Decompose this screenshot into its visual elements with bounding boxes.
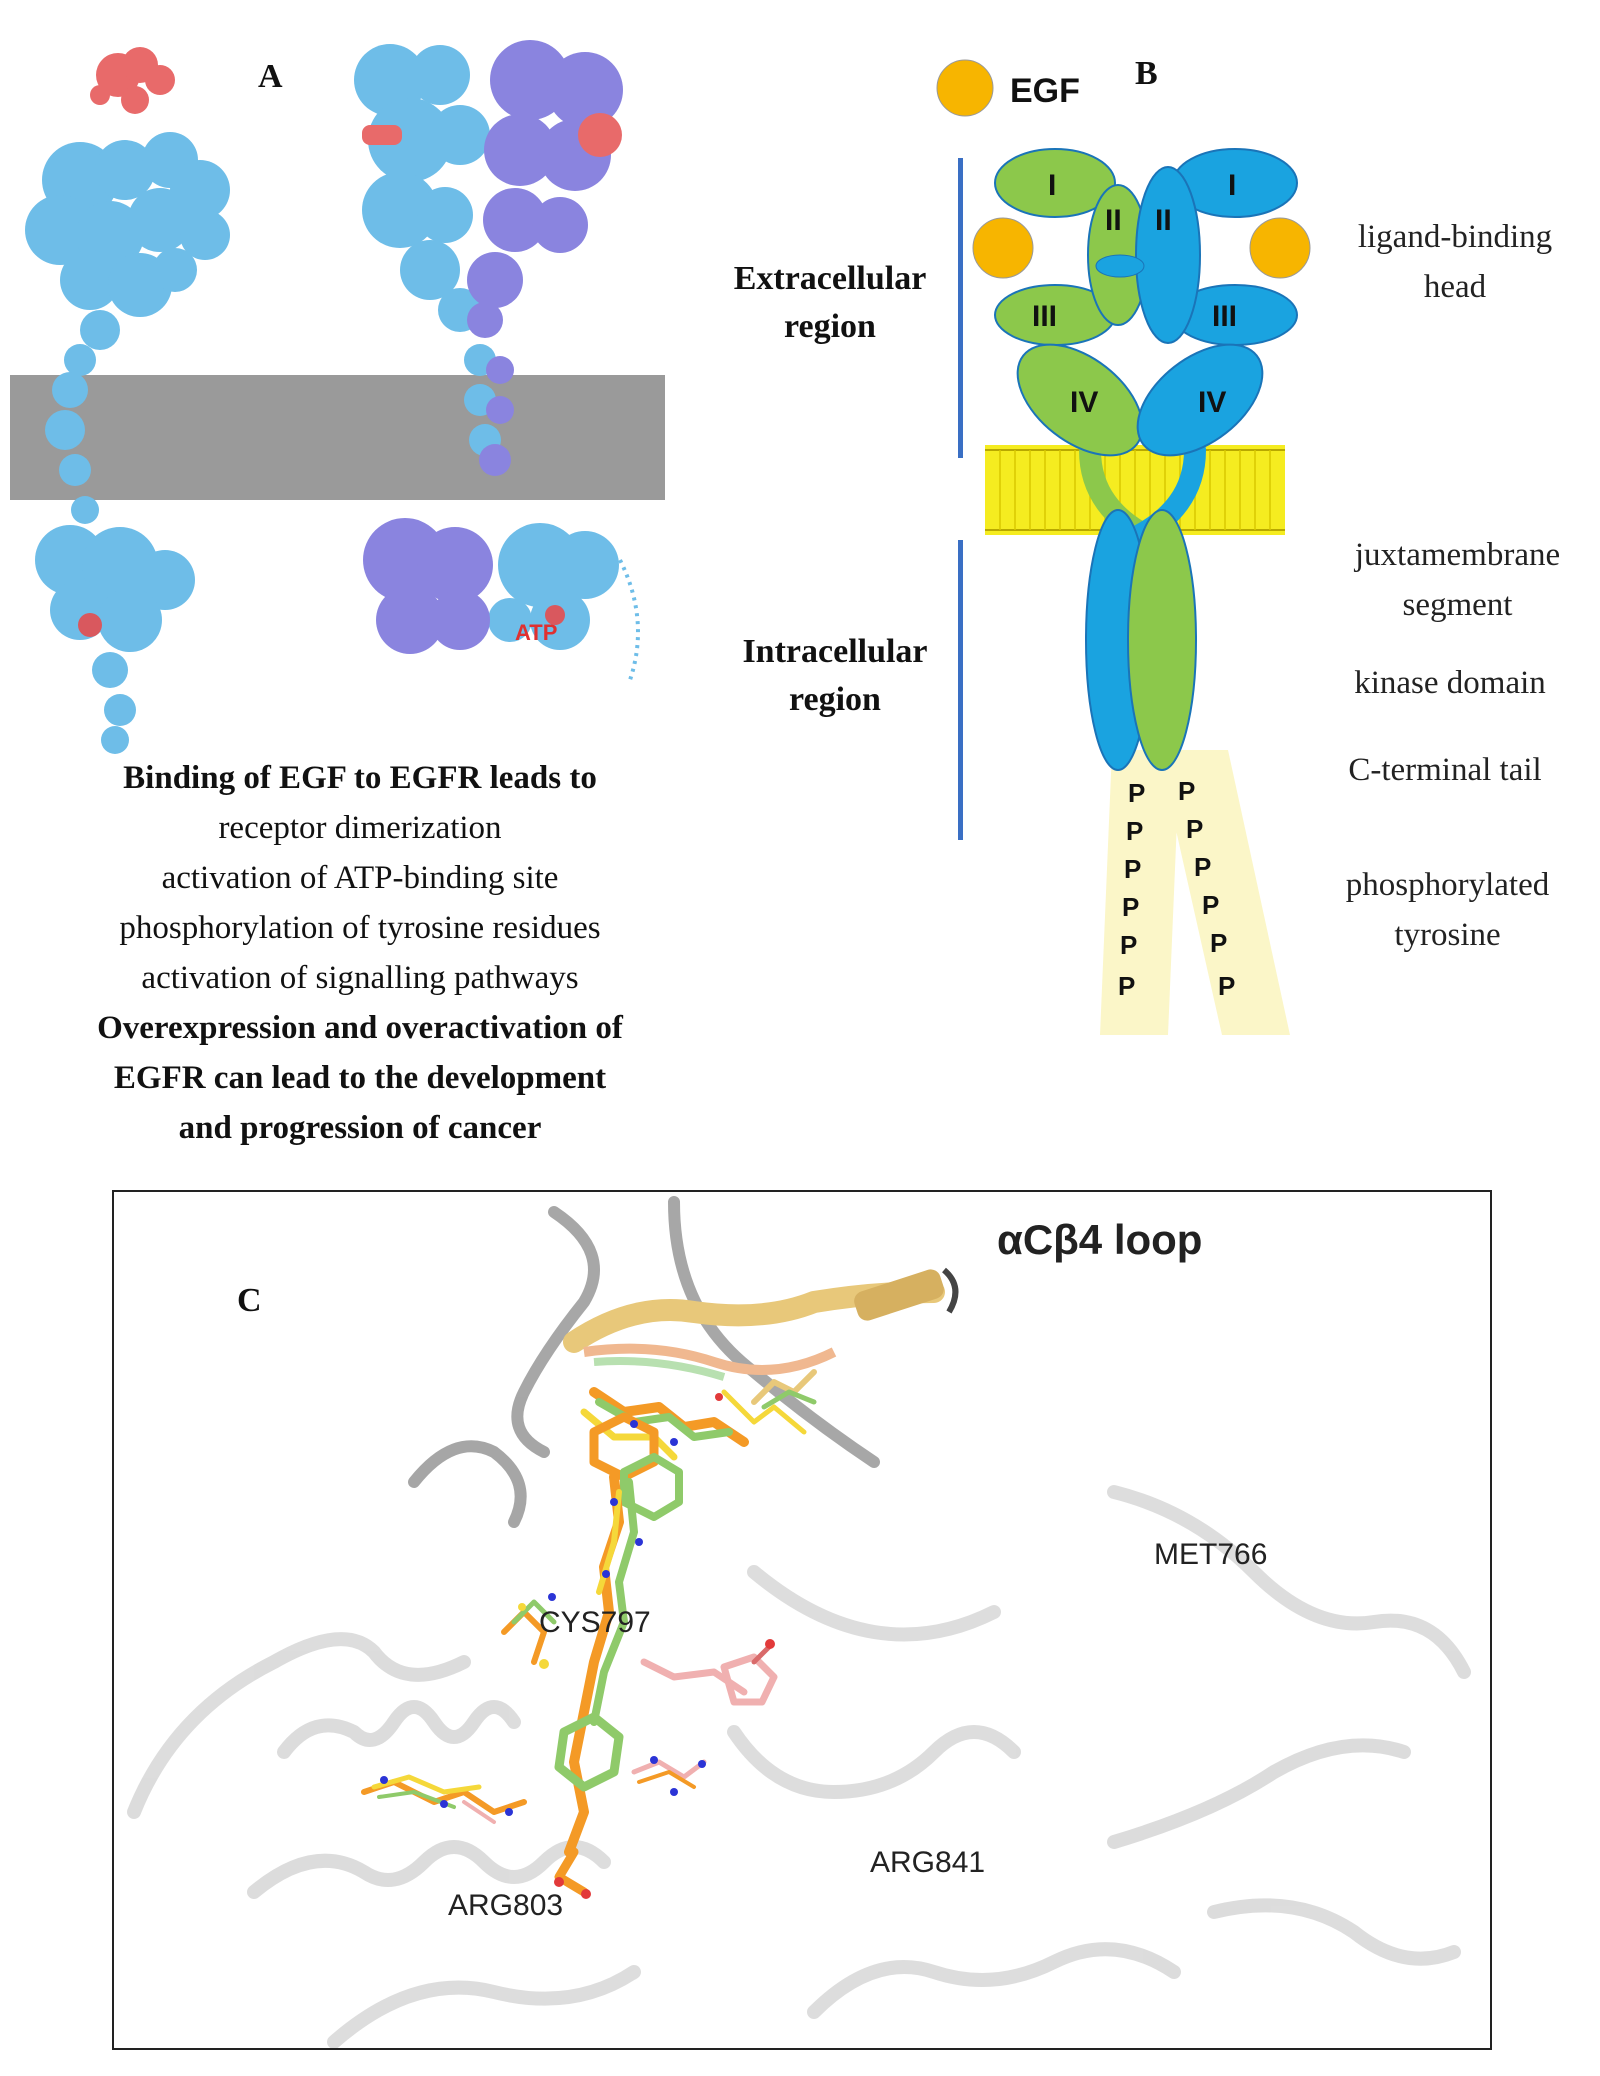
- domain-label: II: [1105, 204, 1122, 237]
- phospho-p-right: P: [1218, 971, 1235, 1001]
- intracellular-bracket: [958, 540, 963, 840]
- phospho-p-right: P: [1186, 814, 1203, 844]
- domain-label: III: [1032, 300, 1057, 333]
- egf-bound-left: [972, 217, 1034, 279]
- extracellular-bracket: [958, 158, 963, 458]
- caption-conclusion: and progression of cancer: [178, 1110, 542, 1146]
- phosphorylated-tyrosine-label: phosphorylated tyrosine: [1305, 860, 1590, 960]
- egfr-dimer: [354, 40, 640, 681]
- egf-legend-icon: [936, 59, 994, 117]
- extracellular-region-label: Extracellular region: [700, 255, 960, 351]
- cell-membrane-band: [10, 375, 665, 500]
- domain-label: IV: [1070, 386, 1098, 419]
- ligand-binding-head-label: ligand-binding head: [1320, 212, 1590, 312]
- tail-left-bg: [1100, 750, 1180, 1035]
- kinase-domain-green: [1127, 509, 1197, 771]
- arg803-label: ARG803: [448, 1889, 563, 1922]
- cys797-label: CYS797: [539, 1606, 651, 1639]
- panel-c-frame: [112, 1190, 1492, 2050]
- kinase-domain-label: kinase domain: [1354, 665, 1546, 701]
- phospho-p-left: P: [1120, 930, 1137, 960]
- caption-item: activation of signalling pathways: [141, 960, 579, 996]
- panel-label-b: B: [1135, 55, 1158, 92]
- phospho-p-right: P: [1210, 928, 1227, 958]
- label-line: tyrosine: [1394, 917, 1501, 953]
- label-line: segment: [1402, 587, 1513, 623]
- panel-label-a: A: [258, 58, 283, 95]
- panel-label-c: C: [237, 1282, 262, 1319]
- egfr-monomer: [25, 132, 230, 754]
- arg841-label: ARG841: [870, 1846, 985, 1879]
- domain-label: I: [1228, 169, 1236, 202]
- ac-b4-loop-helix: [563, 1267, 959, 1381]
- docking-pose-render: αCβ4 loop MET766 CYS797 ARG803 ARG841: [127, 1196, 1471, 2048]
- domain-label: III: [1212, 300, 1237, 333]
- caption-item: activation of ATP-binding site: [161, 860, 559, 896]
- caption-item: receptor dimerization: [218, 810, 502, 846]
- domain-label: II: [1155, 204, 1172, 237]
- caption-conclusion: Overexpression and overactivation of: [97, 1010, 623, 1046]
- egf-bound-right: [1249, 217, 1311, 279]
- phospho-p-left: P: [1118, 971, 1135, 1001]
- label-line: head: [1423, 269, 1487, 305]
- phospho-p-right: P: [1194, 852, 1211, 882]
- dimerization-arm: [1095, 254, 1145, 278]
- label-line: juxtamembrane: [1354, 537, 1561, 573]
- phospho-p-right: P: [1202, 890, 1219, 920]
- egf-legend-label: EGF: [1010, 72, 1080, 110]
- phospho-p-left: P: [1128, 778, 1145, 808]
- domain-label: I: [1048, 169, 1056, 202]
- intracellular-line: Intracellular: [742, 633, 928, 670]
- intracellular-region-label: Intracellular region: [705, 628, 965, 724]
- egfr-schematic: EGF I I: [936, 59, 1311, 1035]
- domain-i-green: [994, 148, 1116, 218]
- c-terminal-tail-label: C-terminal tail: [1348, 752, 1542, 788]
- met766-label: MET766: [1154, 1538, 1267, 1571]
- tail-right-bg: [1158, 750, 1290, 1035]
- ac-b4-loop-label: αCβ4 loop: [997, 1216, 1202, 1263]
- egfr-structure-illustration: ATP: [10, 40, 665, 754]
- phospho-p-left: P: [1126, 816, 1143, 846]
- phospho-p-right: P: [1178, 776, 1195, 806]
- caption-item: phosphorylation of tyrosine residues: [119, 910, 601, 946]
- extracellular-line: Extracellular: [733, 260, 927, 297]
- domain-iv-green: [1016, 343, 1144, 457]
- intracellular-line: region: [789, 681, 881, 718]
- atp-label: ATP: [515, 620, 557, 645]
- phospho-p-left: P: [1122, 892, 1139, 922]
- domain-ii-blue: [1135, 166, 1201, 344]
- label-line: ligand-binding: [1357, 219, 1553, 255]
- extracellular-line: region: [784, 308, 876, 345]
- label-line: phosphorylated: [1345, 867, 1550, 903]
- caption-conclusion: EGFR can lead to the development: [113, 1060, 607, 1096]
- juxtamembrane-label: juxtamembrane segment: [1320, 530, 1595, 630]
- free-egf-ligand: [90, 47, 175, 114]
- phospho-p-left: P: [1124, 854, 1141, 884]
- domain-iv-blue: [1136, 343, 1264, 457]
- caption-heading: Binding of EGF to EGFR leads to: [123, 760, 597, 796]
- domain-label: IV: [1198, 386, 1226, 419]
